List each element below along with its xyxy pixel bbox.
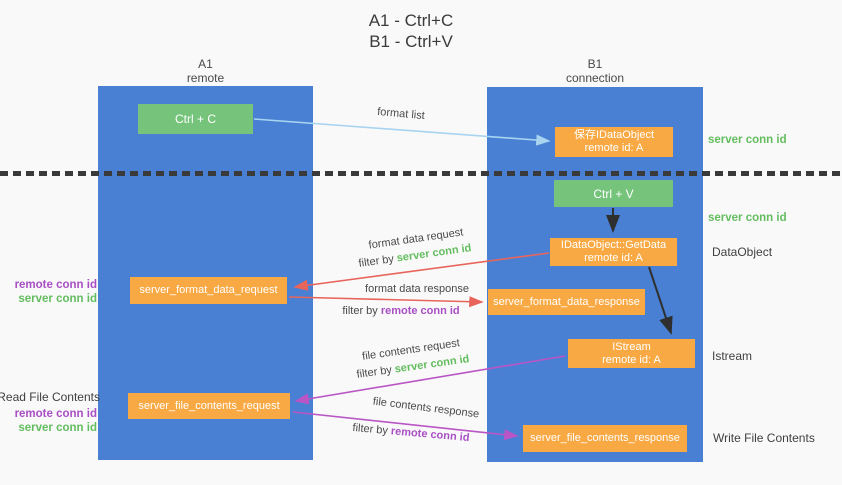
save-dataobject-node: 保存IDataObject remote id: A bbox=[555, 127, 673, 157]
server-file-contents-request-label: server_file_contents_request bbox=[138, 399, 280, 412]
server-file-contents-request-node: server_file_contents_request bbox=[128, 393, 290, 419]
filter-by-text: filter by bbox=[355, 364, 393, 381]
ctrl-v-label: Ctrl + V bbox=[593, 186, 634, 201]
server-format-data-response-node: server_format_data_response bbox=[488, 289, 645, 315]
diagram-title: A1 - Ctrl+C B1 - Ctrl+V bbox=[0, 10, 822, 52]
title-line-2: B1 - Ctrl+V bbox=[369, 32, 453, 51]
save-dataobject-line2: remote id: A bbox=[584, 142, 644, 154]
file-request-conn-ids: remote conn id server conn id bbox=[15, 407, 97, 435]
filter-by-text: filter by bbox=[342, 305, 378, 317]
format-data-response-label: format data response bbox=[365, 283, 469, 295]
dataobject-annotation: DataObject bbox=[712, 245, 773, 259]
filter-by-text: filter by bbox=[357, 253, 395, 270]
server-conn-id-annotation-1: server conn id bbox=[708, 134, 787, 146]
istream-line1: IStream bbox=[612, 340, 651, 353]
server-format-data-request-node: server_format_data_request bbox=[130, 277, 287, 304]
file-contents-response-label: file contents response bbox=[372, 395, 480, 421]
save-dataobject-line1: 保存IDataObject bbox=[573, 129, 655, 141]
right-column-title: B1 bbox=[587, 57, 603, 71]
server-conn-id-annotation-2: server conn id bbox=[708, 212, 787, 224]
getdata-line1: IDataObject::GetData bbox=[560, 239, 667, 251]
server-file-contents-response-node: server_file_contents_response bbox=[523, 425, 687, 452]
copy-paste-separator-line bbox=[0, 171, 842, 176]
left-column-title: A1 bbox=[198, 57, 213, 71]
ctrl-v-node: Ctrl + V bbox=[554, 180, 673, 207]
left-column-subtitle: remote bbox=[186, 71, 225, 85]
server-format-data-request-label: server_format_data_request bbox=[139, 284, 278, 296]
format-data-response-arrow bbox=[288, 296, 484, 308]
right-column-header: B1 connection bbox=[487, 57, 703, 85]
server-conn-id-annotation-3: server conn id bbox=[18, 293, 97, 305]
istream-node: IStream remote id: A bbox=[568, 339, 695, 368]
istream-annotation: Istream bbox=[712, 349, 753, 363]
write-file-contents-annotation: Write File Contents bbox=[713, 431, 815, 445]
remote-conn-id-annotation-1: remote conn id bbox=[14, 279, 97, 291]
ctrl-c-label: Ctrl + C bbox=[174, 112, 216, 126]
right-column-subtitle: connection bbox=[565, 71, 625, 85]
server-file-contents-response-label: server_file_contents_response bbox=[530, 432, 680, 444]
remote-conn-id-annotation-2: remote conn id bbox=[14, 408, 97, 420]
remote-conn-id-text: remote conn id bbox=[380, 305, 460, 317]
server-conn-id-annotation-4: server conn id bbox=[18, 422, 97, 434]
left-column-header: A1 remote bbox=[98, 57, 313, 85]
ctrl-c-node: Ctrl + C bbox=[138, 104, 253, 134]
getdata-node: IDataObject::GetData remote id: A bbox=[550, 238, 677, 266]
server-format-data-response-label: server_format_data_response bbox=[493, 295, 640, 308]
filter-by-text: filter by bbox=[352, 421, 389, 437]
read-file-contents-annotation: Read File Contents bbox=[0, 390, 100, 404]
format-request-conn-ids: remote conn id server conn id bbox=[15, 278, 97, 306]
remote-conn-id-text: remote conn id bbox=[390, 425, 470, 445]
format-list-label: format list bbox=[376, 105, 426, 123]
istream-line2: remote id: A bbox=[602, 353, 661, 366]
title-line-1: A1 - Ctrl+C bbox=[368, 11, 454, 30]
getdata-line2: remote id: A bbox=[584, 252, 643, 264]
